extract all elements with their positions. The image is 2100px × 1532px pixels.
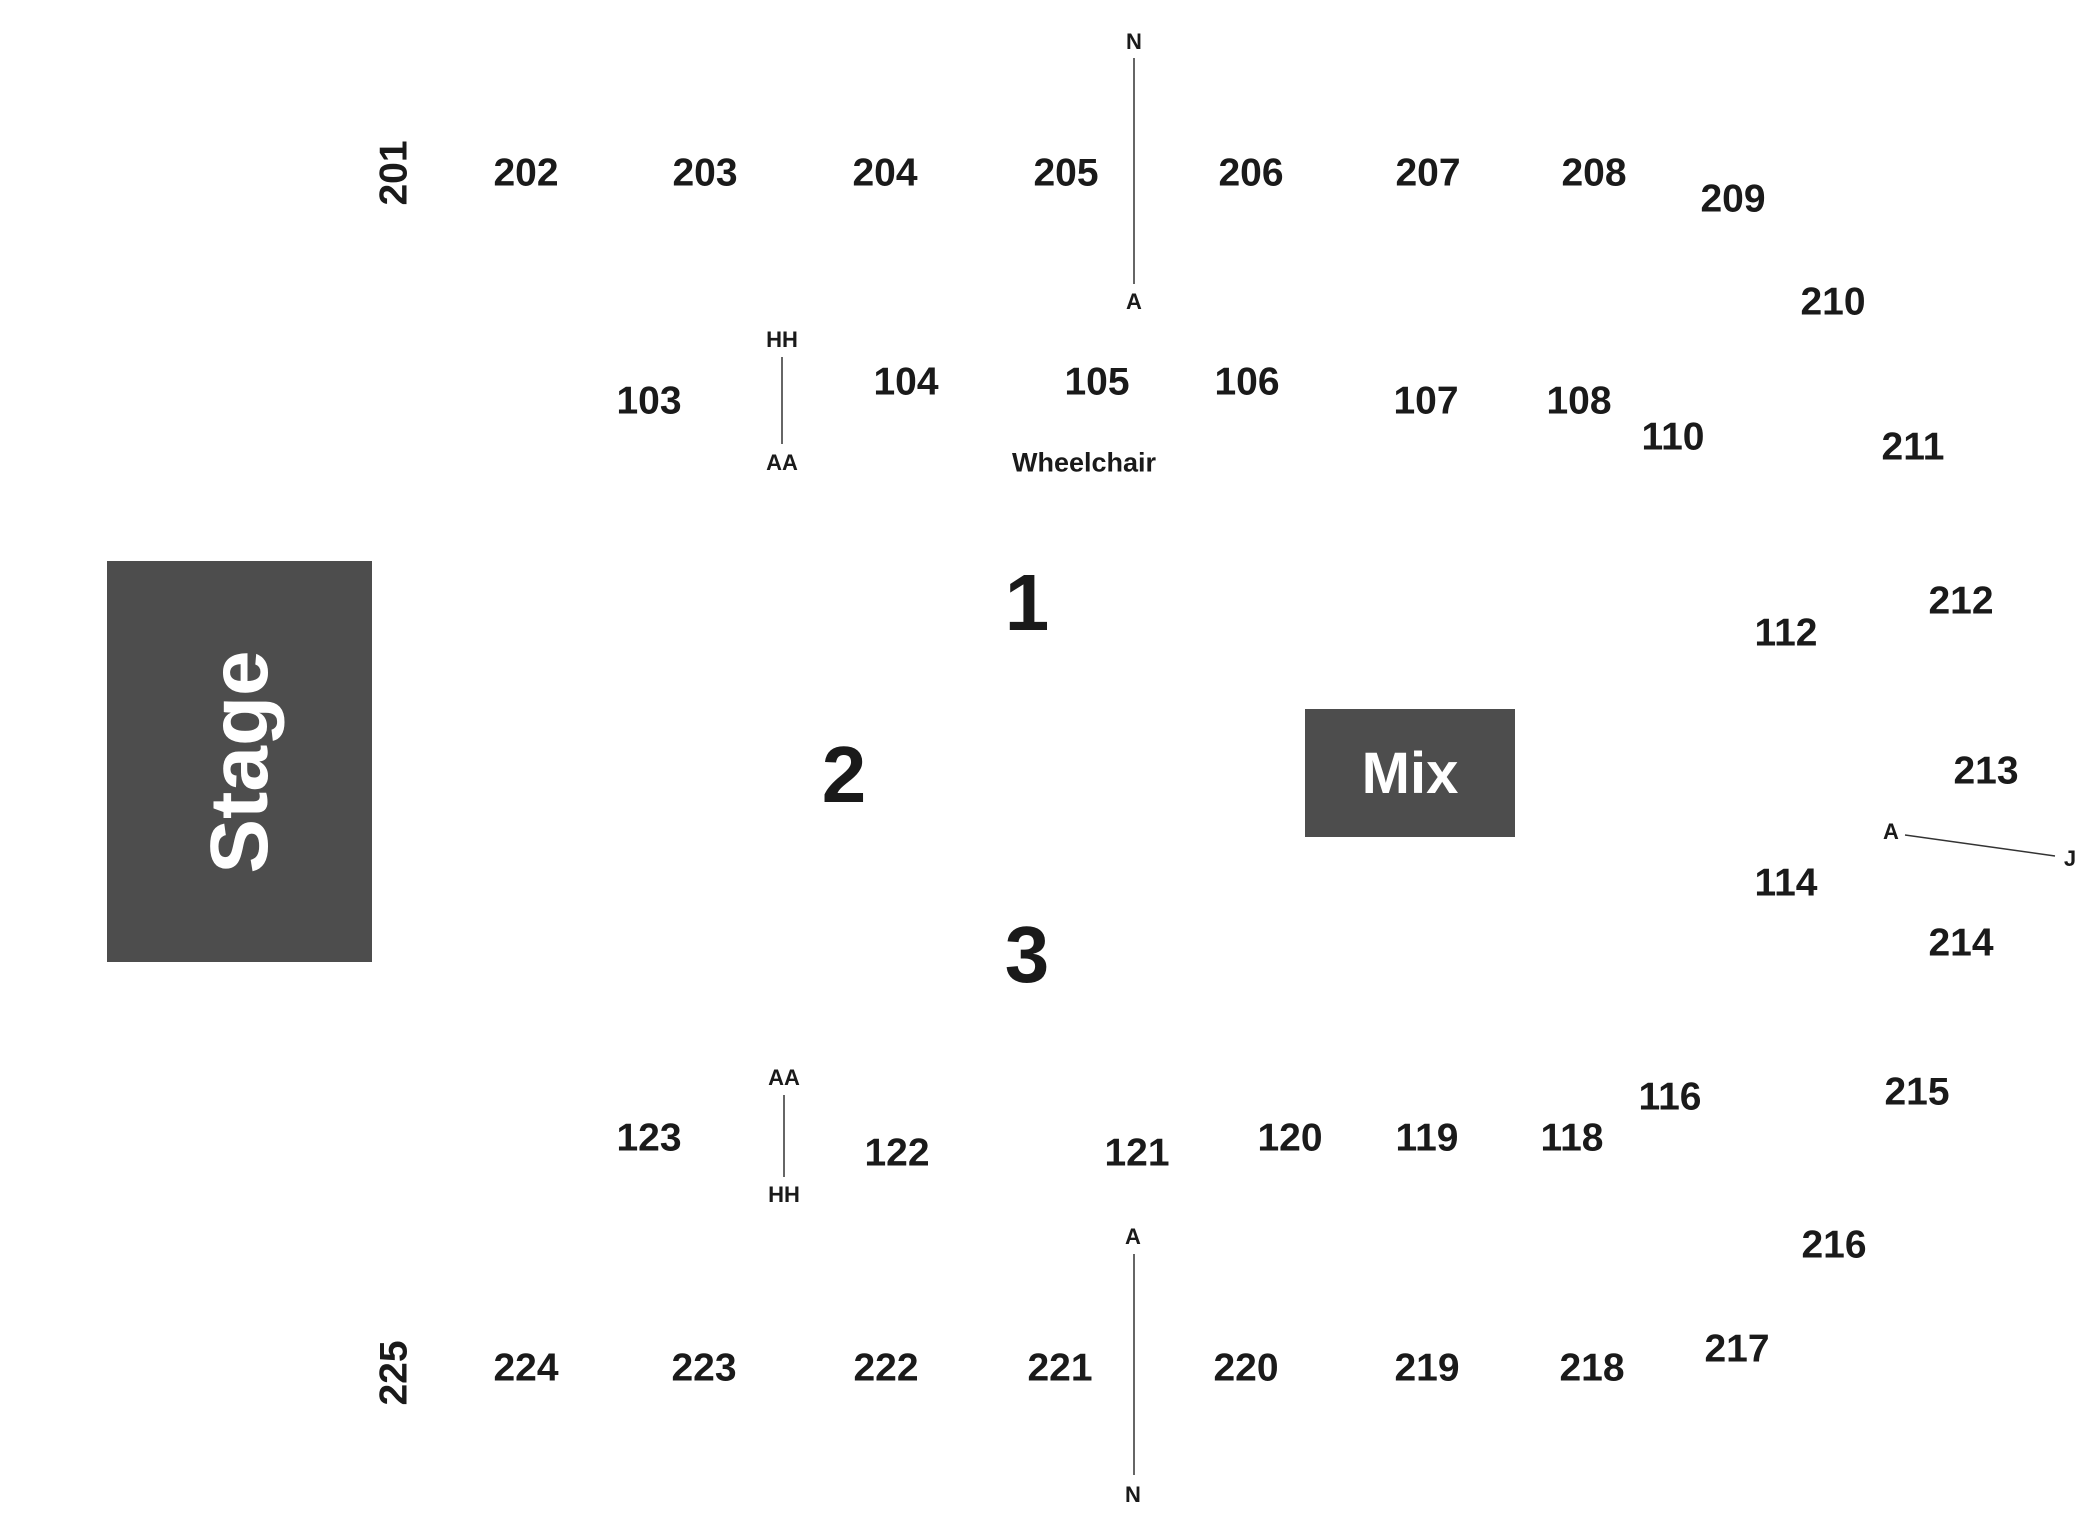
section-106[interactable]: 106 [1214,360,1280,404]
section-107[interactable]: 107 [1393,379,1459,423]
row-marker-right-end: J [2063,846,2077,871]
section-217[interactable]: 217 [1704,1327,1770,1371]
section-206[interactable]: 206 [1218,151,1284,195]
section-202[interactable]: 202 [493,151,559,195]
section-221[interactable]: 221 [1027,1346,1093,1390]
row-marker-right-start: A [1883,819,1899,844]
section-3[interactable]: 3 [1004,910,1050,999]
section-105[interactable]: 105 [1064,360,1130,404]
section-201[interactable]: 201 [372,140,416,206]
section-224[interactable]: 224 [493,1346,559,1390]
row-marker-top-aisle-end: A [1126,289,1142,314]
wheelchair-label: Wheelchair [1011,447,1157,478]
section-119[interactable]: 119 [1395,1116,1459,1160]
section-209[interactable]: 209 [1700,177,1766,221]
section-225[interactable]: 225 [372,1340,416,1406]
section-112[interactable]: 112 [1754,611,1818,655]
section-121[interactable]: 121 [1104,1131,1170,1175]
section-223[interactable]: 223 [671,1346,737,1390]
section-110[interactable]: 110 [1641,415,1705,459]
row-marker-left-top-start: HH [766,327,798,352]
section-120[interactable]: 120 [1257,1116,1323,1160]
section-104[interactable]: 104 [873,360,939,404]
row-marker-top-aisle-start: N [1126,29,1142,54]
section-222[interactable]: 222 [853,1346,919,1390]
section-207[interactable]: 207 [1395,151,1461,195]
section-220[interactable]: 220 [1213,1346,1279,1390]
section-114[interactable]: 114 [1754,861,1818,905]
section-212[interactable]: 212 [1928,579,1994,623]
section-219[interactable]: 219 [1394,1346,1460,1390]
row-marker-bottom-aisle-end: N [1125,1482,1141,1507]
section-210[interactable]: 210 [1800,280,1866,324]
section-208[interactable]: 208 [1561,151,1627,195]
section-116[interactable]: 116 [1638,1075,1702,1119]
row-marker-left-bottom-end: HH [768,1182,800,1207]
row-marker-bottom-aisle-start: A [1125,1224,1141,1249]
stage-label: Stage [193,649,285,874]
row-line-right [1904,834,2056,857]
section-214[interactable]: 214 [1928,921,1994,965]
section-118[interactable]: 118 [1540,1116,1604,1160]
section-205[interactable]: 205 [1033,151,1099,195]
section-2[interactable]: 2 [821,730,867,819]
mix-label: Mix [1361,740,1459,806]
section-123[interactable]: 123 [616,1116,682,1160]
row-marker-left-bottom-start: AA [768,1065,800,1090]
section-211[interactable]: 211 [1881,425,1945,469]
stage[interactable]: Stage [107,561,372,962]
section-108[interactable]: 108 [1546,379,1612,423]
section-1[interactable]: 1 [1004,558,1050,647]
section-213[interactable]: 213 [1953,749,2019,793]
row-marker-left-top-end: AA [766,450,798,475]
section-203[interactable]: 203 [672,151,738,195]
mix-position[interactable]: Mix [1305,709,1515,837]
section-215[interactable]: 215 [1884,1070,1950,1114]
section-218[interactable]: 218 [1559,1346,1625,1390]
section-216[interactable]: 216 [1801,1223,1867,1267]
section-103[interactable]: 103 [616,379,682,423]
section-204[interactable]: 204 [852,151,918,195]
section-122[interactable]: 122 [864,1131,930,1175]
